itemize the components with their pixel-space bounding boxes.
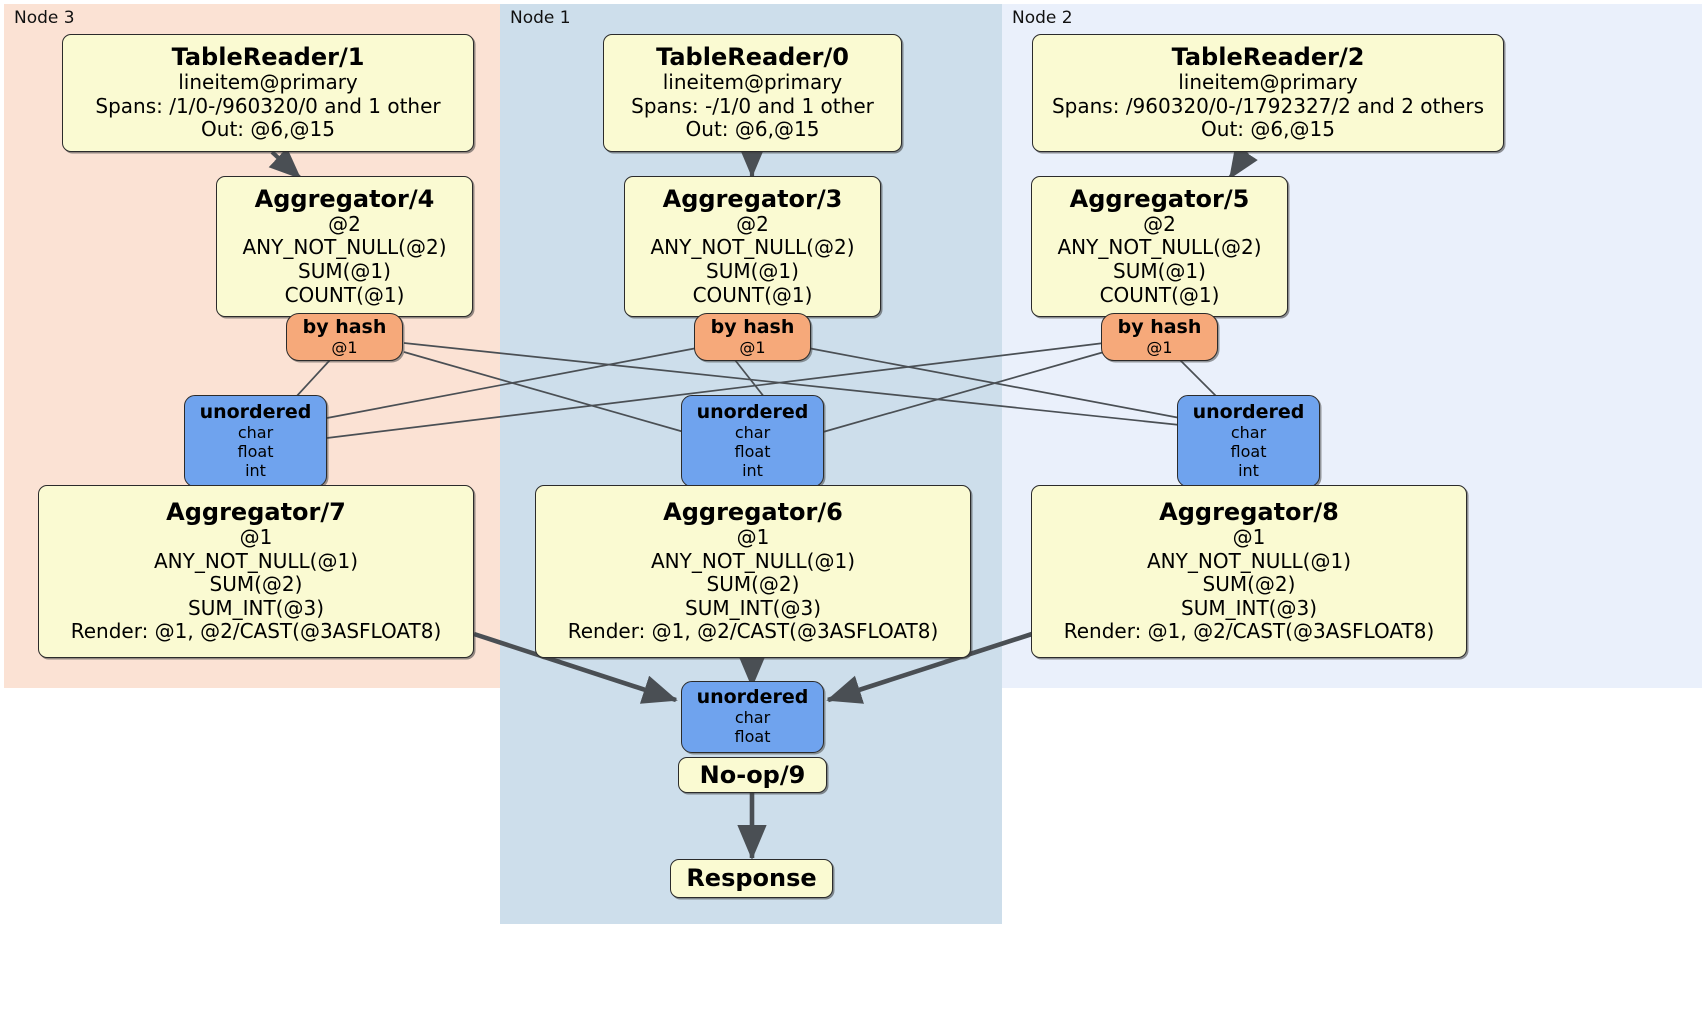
processor-aggregator-8[interactable]: Aggregator/8 @1 ANY_NOT_NULL(@1) SUM(@2)… xyxy=(1031,485,1467,658)
node-detail: SUM_INT(@3) xyxy=(1181,595,1317,620)
processor-aggregator-3[interactable]: Aggregator/3 @2 ANY_NOT_NULL(@2) SUM(@1)… xyxy=(624,176,881,317)
router-title: by hash xyxy=(1117,315,1202,338)
region-node-1-label: Node 1 xyxy=(510,8,571,28)
sync-detail: int xyxy=(1238,461,1259,481)
node-detail: COUNT(@1) xyxy=(692,282,813,307)
node-title: TableReader/0 xyxy=(656,43,849,72)
node-detail: SUM(@2) xyxy=(706,572,800,597)
router-by-hash-node-3[interactable]: by hash @1 xyxy=(286,313,403,361)
node-detail: ANY_NOT_NULL(@1) xyxy=(1147,548,1351,573)
synchronizer-unordered-final[interactable]: unordered char float xyxy=(681,681,824,753)
region-node-2-label: Node 2 xyxy=(1012,8,1073,28)
node-detail: @2 xyxy=(736,211,769,236)
processor-aggregator-4[interactable]: Aggregator/4 @2 ANY_NOT_NULL(@2) SUM(@1)… xyxy=(216,176,473,317)
node-detail: Render: @1, @2/CAST(@3ASFLOAT8) xyxy=(70,619,442,644)
router-detail: @1 xyxy=(739,337,766,357)
node-detail: SUM(@2) xyxy=(209,572,303,597)
node-detail: Render: @1, @2/CAST(@3ASFLOAT8) xyxy=(567,619,939,644)
node-detail: SUM(@1) xyxy=(706,258,799,283)
node-detail: COUNT(@1) xyxy=(284,282,405,307)
node-detail: @1 xyxy=(736,524,770,549)
node-title: Aggregator/8 xyxy=(1159,498,1339,527)
router-title: by hash xyxy=(302,315,387,338)
region-node-3-label: Node 3 xyxy=(14,8,75,28)
node-detail: Spans: /960320/0-/1792327/2 and 2 others xyxy=(1051,93,1484,118)
sync-detail: int xyxy=(742,461,763,481)
node-detail: lineitem@primary xyxy=(178,70,358,95)
node-detail: Out: @6,@15 xyxy=(1201,117,1335,142)
node-title: TableReader/1 xyxy=(171,43,365,72)
router-by-hash-node-1[interactable]: by hash @1 xyxy=(694,313,811,361)
node-detail: Spans: /1/0-/960320/0 and 1 other xyxy=(95,93,441,118)
sync-title: unordered xyxy=(696,686,809,709)
node-title: Aggregator/3 xyxy=(662,184,843,213)
node-response[interactable]: Response xyxy=(670,859,833,898)
sync-detail: char xyxy=(734,422,771,442)
synchronizer-unordered-node-2[interactable]: unordered char float int xyxy=(1177,395,1320,487)
node-detail: ANY_NOT_NULL(@2) xyxy=(650,235,855,260)
sync-detail: char xyxy=(734,708,771,728)
node-detail: ANY_NOT_NULL(@1) xyxy=(154,548,358,573)
processor-no-op-9[interactable]: No-op/9 xyxy=(678,757,827,793)
sync-detail: float xyxy=(1230,441,1267,461)
synchronizer-unordered-node-1[interactable]: unordered char float int xyxy=(681,395,824,487)
node-detail: @2 xyxy=(1143,211,1176,236)
sync-detail: int xyxy=(245,461,266,481)
router-detail: @1 xyxy=(331,337,358,357)
sync-detail: float xyxy=(237,441,274,461)
node-title: Aggregator/5 xyxy=(1069,184,1250,213)
sync-detail: char xyxy=(1230,422,1267,442)
processor-table-reader-2[interactable]: TableReader/2 lineitem@primary Spans: /9… xyxy=(1032,34,1504,152)
sync-detail: float xyxy=(734,441,771,461)
node-title: Aggregator/6 xyxy=(663,498,843,527)
node-detail: lineitem@primary xyxy=(662,70,843,95)
node-detail: SUM(@2) xyxy=(1202,572,1296,597)
node-detail: @2 xyxy=(328,211,361,236)
node-detail: COUNT(@1) xyxy=(1099,282,1220,307)
node-detail: ANY_NOT_NULL(@2) xyxy=(242,235,447,260)
node-detail: Render: @1, @2/CAST(@3ASFLOAT8) xyxy=(1063,619,1435,644)
node-detail: Spans: -/1/0 and 1 other xyxy=(631,93,874,118)
node-detail: ANY_NOT_NULL(@2) xyxy=(1057,235,1262,260)
sync-title: unordered xyxy=(696,400,809,423)
sync-title: unordered xyxy=(1192,400,1305,423)
sync-title: unordered xyxy=(199,400,312,423)
processor-aggregator-5[interactable]: Aggregator/5 @2 ANY_NOT_NULL(@2) SUM(@1)… xyxy=(1031,176,1288,317)
node-detail: Out: @6,@15 xyxy=(685,117,820,142)
node-detail: ANY_NOT_NULL(@1) xyxy=(651,548,855,573)
node-title: Aggregator/4 xyxy=(254,184,435,213)
node-title: Response xyxy=(686,864,817,893)
node-title: TableReader/2 xyxy=(1171,43,1365,72)
node-detail: lineitem@primary xyxy=(1178,70,1358,95)
node-detail: SUM_INT(@3) xyxy=(685,595,821,620)
synchronizer-unordered-node-3[interactable]: unordered char float int xyxy=(184,395,327,487)
node-detail: Out: @6,@15 xyxy=(201,117,335,142)
processor-aggregator-7[interactable]: Aggregator/7 @1 ANY_NOT_NULL(@1) SUM(@2)… xyxy=(38,485,474,658)
sync-detail: char xyxy=(237,422,274,442)
processor-aggregator-6[interactable]: Aggregator/6 @1 ANY_NOT_NULL(@1) SUM(@2)… xyxy=(535,485,971,658)
node-detail: @1 xyxy=(239,524,273,549)
node-title: No-op/9 xyxy=(699,760,806,789)
router-detail: @1 xyxy=(1146,337,1173,357)
node-detail: SUM(@1) xyxy=(1113,258,1206,283)
processor-table-reader-0[interactable]: TableReader/0 lineitem@primary Spans: -/… xyxy=(603,34,902,152)
processor-table-reader-1[interactable]: TableReader/1 lineitem@primary Spans: /1… xyxy=(62,34,474,152)
node-detail: SUM_INT(@3) xyxy=(188,595,324,620)
node-detail: @1 xyxy=(1232,524,1266,549)
router-title: by hash xyxy=(710,315,795,338)
router-by-hash-node-2[interactable]: by hash @1 xyxy=(1101,313,1218,361)
node-detail: SUM(@1) xyxy=(298,258,391,283)
sync-detail: float xyxy=(734,727,771,747)
node-title: Aggregator/7 xyxy=(166,498,346,527)
